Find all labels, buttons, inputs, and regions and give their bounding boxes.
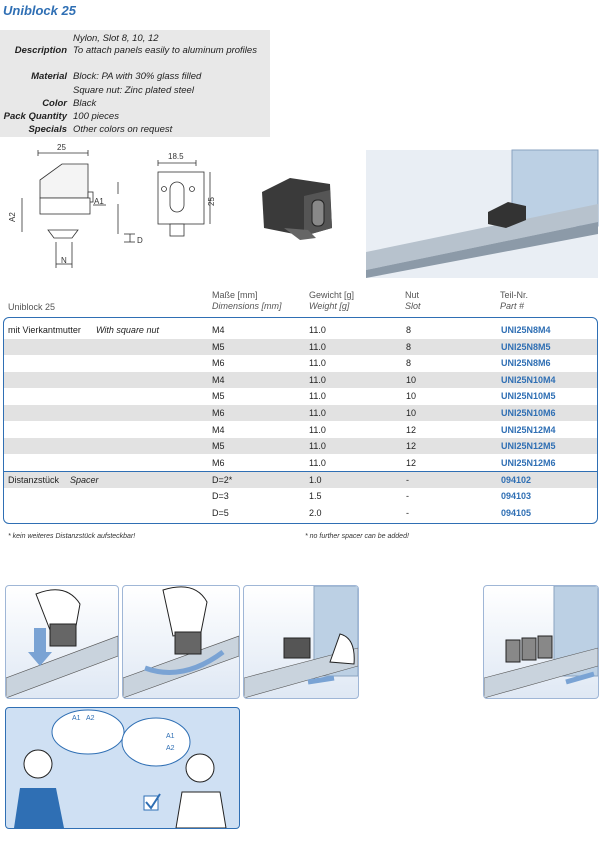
cell-weight: 11.0 [309,391,326,402]
cell-slot: 12 [406,457,417,468]
cell-dimension: M5 [212,391,225,402]
col-part: Teil-Nr.Part # [500,290,529,311]
cell-group-en: Spacer [70,475,99,486]
callout-a1-right: A1 [166,733,175,740]
cell-part-number[interactable]: UNI25N10M5 [501,391,556,402]
col-weight: Gewicht [g]Weight [g] [309,290,355,311]
product-figures: 25 A2 A1 N 18.5 25 D [8,143,599,278]
footnote-english: * no further spacer can be added! [305,533,409,540]
dim-25: 25 [57,143,66,152]
cell-dimension: D=2* [212,475,233,486]
table-row: M6 11.0 12 UNI25N12M6 [4,455,597,471]
cell-dimension: M5 [212,441,225,452]
selection-help-illustration: A1 A2 A1 A2 [5,707,240,829]
table-row: M5 11.0 8 UNI25N8M5 [4,338,597,355]
table-row: M4 11.0 12 UNI25N12M4 [4,422,597,438]
cell-group-en: With square nut [96,325,159,335]
dim-25-vertical: 25 [207,197,216,206]
cell-slot: - [406,507,409,518]
dim-a1: A1 [94,197,104,206]
table-row: M4 11.0 10 UNI25N10M4 [4,371,597,388]
table-row: M5 11.0 12 UNI25N12M5 [4,438,597,455]
cell-dimension: M4 [212,325,225,335]
cell-dimension: M6 [212,408,225,418]
col-dimensions: Maße [mm]Dimensions [mm] [212,290,282,311]
cell-part-number[interactable]: 094103 [501,491,532,501]
table-row: D=5 2.0 - 094105 [4,505,597,521]
cell-slot: 10 [406,391,417,402]
dim-d: D [137,236,143,245]
table-row: D=3 1.5 - 094103 [4,488,597,504]
table-row: M6 11.0 8 UNI25N8M6 [4,355,597,371]
table-row: M6 11.0 10 UNI25N10M6 [4,405,597,421]
cell-part-number[interactable]: UNI25N12M6 [501,457,556,468]
step-2-illustration [122,585,240,699]
cell-weight: 11.0 [309,358,326,369]
cell-dimension: M6 [212,457,225,468]
cell-weight: 11.0 [309,408,326,418]
cell-dimension: D=5 [212,507,229,518]
product-photo-block [262,178,332,240]
cell-group: mit Vierkantmutter [8,325,81,335]
page-title: Uniblock 25 [3,3,76,18]
cell-dimension: D=3 [212,491,229,501]
cell-weight: 2.0 [309,507,322,518]
technical-drawing-side [21,150,119,268]
table-row: M5 11.0 10 UNI25N10M5 [4,388,597,404]
dim-185: 18.5 [168,152,184,161]
table-row: Distanzstück Spacer D=2* 1.0 - 094102 [4,471,597,489]
product-photo-assembly [366,149,599,278]
cell-dimension: M4 [212,374,225,385]
dim-n: N [61,256,67,265]
cell-slot: 8 [406,325,412,335]
cell-part-number[interactable]: UNI25N12M4 [501,424,556,435]
cell-slot: 12 [406,424,417,435]
cell-dimension: M4 [212,424,225,435]
cell-weight: 11.0 [309,457,326,468]
technical-drawing-front [124,160,211,243]
step-1-illustration [5,585,119,699]
callout-a1: A1 [72,715,81,722]
cell-slot: 10 [406,374,417,385]
cell-part-number[interactable]: 094102 [501,475,532,486]
cell-weight: 11.0 [309,341,326,352]
cell-dimension: M6 [212,358,225,369]
cell-weight: 11.0 [309,325,326,335]
cell-slot: 8 [406,341,412,352]
cell-slot: 10 [406,408,417,418]
cell-part-number[interactable]: 094105 [501,507,532,518]
cell-weight: 11.0 [309,424,326,435]
callout-a2-right: A2 [166,745,175,752]
cell-part-number[interactable]: UNI25N8M5 [501,341,551,352]
cell-weight: 11.0 [309,374,326,385]
cell-part-number[interactable]: UNI25N8M4 [501,325,551,335]
cell-slot: - [406,491,409,501]
cell-part-number[interactable]: UNI25N10M4 [501,374,556,385]
callout-a2: A2 [86,715,95,722]
cell-slot: 8 [406,358,412,369]
cell-weight: 1.5 [309,491,322,501]
cell-slot: 12 [406,441,417,452]
table-row: mit Vierkantmutter With square nut M4 11.0 8… [4,322,597,338]
cell-weight: 11.0 [309,441,326,452]
cell-slot: - [406,475,409,486]
step-4-illustration [483,585,599,699]
dim-a2: A2 [8,212,17,222]
cell-part-number[interactable]: UNI25N12M5 [501,441,556,452]
cell-group: Distanzstück [8,475,60,486]
product-name: Uniblock 25 [8,302,56,312]
cell-weight: 1.0 [309,475,322,486]
cell-part-number[interactable]: UNI25N8M6 [501,358,551,369]
cell-part-number[interactable]: UNI25N10M6 [501,408,556,418]
cell-dimension: M5 [212,341,225,352]
footnote-german: * kein weiteres Distanzstück aufsteckbar… [8,533,136,540]
step-3-illustration [243,585,359,699]
